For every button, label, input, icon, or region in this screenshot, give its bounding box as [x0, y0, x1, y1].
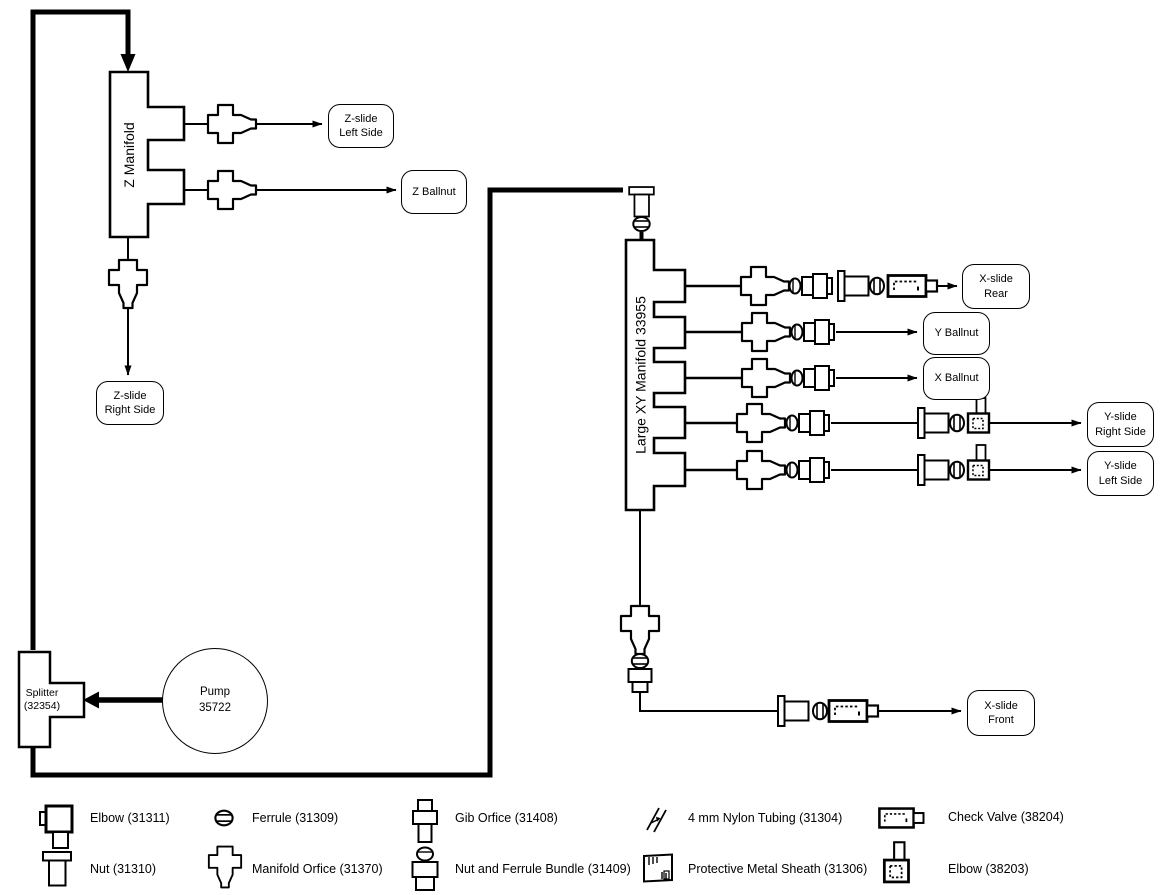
xy-row-y-ballnut [685, 311, 918, 353]
ferrule-fitting [630, 653, 650, 669]
manifold-orifice-fitting [619, 604, 661, 656]
xy-row-y-slide-right [685, 396, 1082, 444]
splitter-label: Splitter (32354) [23, 687, 61, 713]
nut-ferrule-bundle-fitting [790, 365, 835, 391]
manifold-orifice-fitting [206, 169, 258, 211]
xy-row-x-ballnut [685, 357, 918, 399]
xy-row-x-slide-rear [685, 265, 958, 307]
legend-label-manifold-orfice: Manifold Orfice (31370) [252, 862, 383, 876]
elbow-fitting [966, 443, 991, 481]
xy-bottom-x-slide-front [619, 510, 962, 727]
xy-manifold-inlet [628, 186, 655, 241]
manifold-orifice-fitting [206, 103, 258, 145]
nut-fitting [777, 695, 810, 727]
z-manifold-group [107, 70, 397, 376]
node-x-ballnut: X Ballnut [923, 357, 990, 400]
xy-manifold-group [619, 238, 1082, 727]
nut-ferrule-bundle-fitting [790, 319, 835, 345]
check-valve-fitting [886, 274, 939, 298]
elbow-31311-icon [39, 804, 74, 849]
manifold-orifice-fitting [735, 402, 787, 444]
nut-fitting [837, 270, 870, 302]
nut-ferrule-bundle-fitting [785, 457, 830, 483]
legend-label-elbow-38203: Elbow (38203) [948, 862, 1029, 876]
nylon-tubing-icon [646, 807, 667, 833]
pump: Pump 35722 [162, 648, 268, 754]
gib-orfice-icon [412, 799, 438, 843]
manifold-orifice-fitting [107, 258, 149, 310]
nut-ferrule-bundle-fitting [627, 668, 653, 683]
manifold-orifice-fitting [740, 311, 792, 353]
legend-icons [39, 799, 925, 891]
node-z-ballnut: Z Ballnut [401, 170, 467, 214]
z-manifold-label: Z Manifold [121, 122, 137, 188]
check-valve-fitting [827, 699, 880, 723]
xy-row-y-slide-left [685, 443, 1082, 491]
nut-fitting [917, 454, 950, 486]
main-tubing [30, 9, 623, 778]
legend-label-nut-ferrule-bundle: Nut and Ferrule Bundle (31409) [455, 862, 631, 876]
nut-ferrule-bundle-fitting [788, 273, 833, 299]
legend-label-metal-sheath: Protective Metal Sheath (31306) [688, 862, 868, 876]
node-z-slide-left: Z-slide Left Side [328, 104, 394, 148]
nut-ferrule-bundle-fitting [785, 410, 830, 436]
xy-manifold-label: Large XY Manifold 33955 [632, 296, 649, 454]
manifold-orfice-icon [207, 845, 243, 889]
elbow-fitting [966, 396, 991, 434]
nut-fitting [628, 186, 655, 218]
tubing-arrowhead-into-splitter [83, 691, 99, 709]
elbow-38203-icon [882, 840, 910, 884]
tubing-arrowhead-into-z-manifold [120, 54, 136, 72]
node-x-slide-rear: X-slide Rear [962, 264, 1030, 309]
node-y-slide-left: Y-slide Left Side [1087, 451, 1154, 496]
check-valve-icon [878, 807, 925, 829]
ferrule-fitting [632, 216, 651, 232]
legend-label-check-valve: Check Valve (38204) [948, 810, 1064, 824]
node-y-slide-right: Y-slide Right Side [1087, 402, 1154, 447]
legend-label-gib-orfice: Gib Orfice (31408) [455, 811, 558, 825]
ferrule-fitting [869, 276, 885, 296]
ferrule-icon [214, 809, 234, 827]
legend-label-nut: Nut (31310) [90, 862, 157, 876]
splitter-body [17, 650, 86, 749]
protective-metal-sheath-icon [643, 853, 673, 883]
manifold-orifice-fitting [740, 357, 792, 399]
nut-icon [42, 851, 72, 887]
ferrule-fitting [812, 701, 828, 721]
manifold-orifice-fitting [739, 265, 791, 307]
ferrule-fitting [949, 413, 965, 433]
xy-manifold-body [624, 238, 687, 512]
manifold-orifice-fitting [735, 449, 787, 491]
ferrule-fitting [949, 460, 965, 480]
nut-ferrule-bundle-fitting [631, 681, 649, 693]
node-y-ballnut: Y Ballnut [923, 312, 990, 355]
z-manifold-body [108, 70, 186, 239]
legend-label-elbow-31311: Elbow (31311) [90, 811, 170, 825]
legend-label-ferrule: Ferrule (31309) [252, 811, 339, 825]
node-z-slide-right: Z-slide Right Side [96, 381, 164, 425]
nut-ferrule-bundle-icon [411, 846, 439, 891]
node-x-slide-front: X-slide Front [967, 690, 1035, 736]
nut-fitting [917, 407, 950, 439]
legend-label-nylon-tubing: 4 mm Nylon Tubing (31304) [688, 811, 843, 825]
